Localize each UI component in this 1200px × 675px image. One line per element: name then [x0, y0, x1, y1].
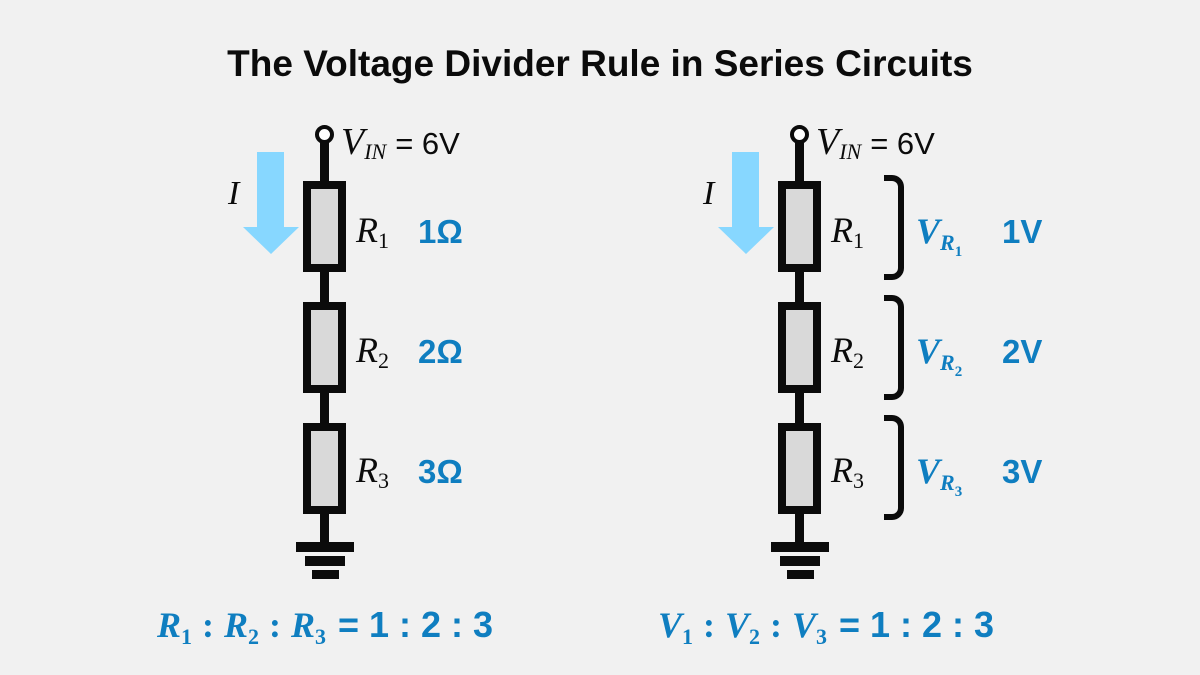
- ground-icon: [296, 542, 354, 552]
- eq-term-sub: 2: [247, 624, 259, 649]
- resistor-symbol: R: [356, 450, 378, 490]
- ground-icon: [780, 556, 820, 566]
- resistor-body-r3: [303, 423, 346, 514]
- vin-subscript: IN: [839, 139, 862, 164]
- eq-term: R: [223, 605, 248, 645]
- figure-title: The Voltage Divider Rule in Series Circu…: [227, 43, 973, 84]
- current-arrowhead-icon: [243, 227, 299, 254]
- voltage-sub-index: 3: [954, 484, 963, 500]
- resistance-ratio-equation: R1:R2:R3= 1 : 2 : 3: [157, 605, 493, 657]
- ground-icon: [305, 556, 345, 566]
- eq-colon: :: [702, 605, 715, 645]
- eq-term: R: [156, 605, 181, 645]
- resistor-body-r1: [303, 181, 346, 272]
- eq-term-sub: 3: [314, 624, 326, 649]
- voltage-symbol: V: [916, 211, 941, 251]
- resistor-body-r2: [303, 302, 346, 393]
- voltage-bracket-r2: [884, 295, 904, 400]
- eq-result: = 1 : 2 : 3: [838, 604, 995, 645]
- ground-icon: [787, 570, 814, 579]
- wire-segment: [320, 140, 329, 183]
- wire-segment: [320, 390, 329, 426]
- resistor-subscript: 1: [378, 228, 389, 253]
- vin-label: VIN = 6V: [816, 123, 935, 171]
- current-label: I: [703, 175, 715, 212]
- resistance-value-r1: 1Ω: [418, 213, 463, 250]
- eq-term-sub: 2: [748, 624, 760, 649]
- voltage-ratio-equation: V1:V2:V3= 1 : 2 : 3: [658, 605, 994, 657]
- voltage-sub-index: 1: [954, 244, 963, 260]
- resistor-label-r3: R3: [356, 452, 389, 499]
- wire-segment: [795, 390, 804, 426]
- resistor-label-r1: R1: [356, 212, 389, 259]
- resistor-subscript: 2: [853, 348, 864, 373]
- ground-icon: [312, 570, 339, 579]
- eq-term-sub: 3: [815, 624, 827, 649]
- eq-term-sub: 1: [180, 624, 192, 649]
- voltage-label-vr2: VR2: [916, 333, 962, 390]
- wire-segment: [795, 269, 804, 305]
- vin-value: = 6V: [870, 126, 935, 161]
- ground-icon: [771, 542, 829, 552]
- voltage-sub-symbol: R: [940, 470, 955, 495]
- eq-colon: :: [201, 605, 214, 645]
- resistor-subscript: 2: [378, 348, 389, 373]
- voltage-sub-symbol: R: [940, 350, 955, 375]
- vin-subscript: IN: [364, 139, 387, 164]
- resistor-symbol: R: [356, 210, 378, 250]
- current-arrowhead-icon: [718, 227, 774, 254]
- eq-term: V: [724, 605, 749, 645]
- eq-colon: :: [268, 605, 281, 645]
- vin-label: VIN = 6V: [341, 123, 460, 171]
- resistance-value-r2: 2Ω: [418, 333, 463, 370]
- wire-segment: [795, 511, 804, 546]
- eq-term: V: [791, 605, 816, 645]
- voltage-bracket-r3: [884, 415, 904, 520]
- eq-colon: :: [769, 605, 782, 645]
- resistor-symbol: R: [831, 450, 853, 490]
- vin-value: = 6V: [395, 126, 460, 161]
- resistor-subscript: 3: [853, 468, 864, 493]
- voltage-value-vr2: 2V: [1002, 333, 1043, 370]
- voltage-label-vr3: VR3: [916, 453, 962, 510]
- voltage-bracket-r1: [884, 175, 904, 280]
- current-label: I: [228, 175, 240, 212]
- wire-segment: [320, 269, 329, 305]
- resistance-value-r3: 3Ω: [418, 453, 463, 490]
- vin-symbol: V: [341, 121, 365, 163]
- voltage-symbol: V: [916, 331, 941, 371]
- wire-segment: [320, 511, 329, 546]
- resistor-label-r3: R3: [831, 452, 864, 499]
- voltage-sub-symbol: R: [940, 230, 955, 255]
- eq-result: = 1 : 2 : 3: [337, 604, 494, 645]
- voltage-value-vr3: 3V: [1002, 453, 1043, 490]
- resistor-subscript: 3: [378, 468, 389, 493]
- voltage-symbol: V: [916, 451, 941, 491]
- eq-term-sub: 1: [681, 624, 693, 649]
- resistor-subscript: 1: [853, 228, 864, 253]
- resistor-symbol: R: [356, 330, 378, 370]
- voltage-label-vr1: VR1: [916, 213, 962, 270]
- current-arrow-icon: [732, 152, 759, 228]
- resistor-label-r1: R1: [831, 212, 864, 259]
- resistor-symbol: R: [831, 210, 853, 250]
- current-arrow-icon: [257, 152, 284, 228]
- resistor-label-r2: R2: [356, 332, 389, 379]
- wire-segment: [795, 140, 804, 183]
- eq-term: R: [290, 605, 315, 645]
- resistor-body-r2: [778, 302, 821, 393]
- resistor-symbol: R: [831, 330, 853, 370]
- resistor-body-r1: [778, 181, 821, 272]
- voltage-sub-index: 2: [954, 364, 963, 380]
- eq-term: V: [657, 605, 682, 645]
- voltage-value-vr1: 1V: [1002, 213, 1043, 250]
- vin-symbol: V: [816, 121, 840, 163]
- resistor-body-r3: [778, 423, 821, 514]
- resistor-label-r2: R2: [831, 332, 864, 379]
